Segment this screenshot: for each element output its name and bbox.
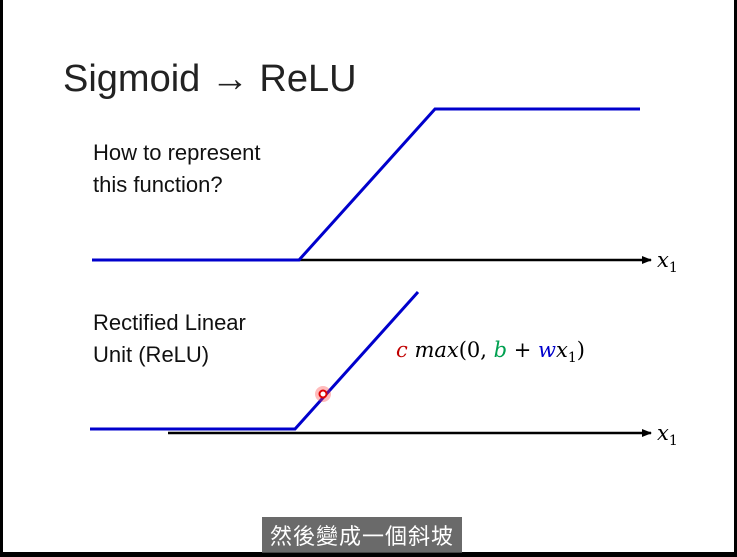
relu-line-2: Unit (ReLU) (93, 342, 210, 367)
top-axis-var: x (657, 248, 669, 272)
question-line-2: this function? (93, 172, 223, 197)
formula-close: ) (576, 338, 585, 362)
top-axis-label: x1 (657, 248, 678, 276)
bottom-axis-label: x1 (657, 421, 678, 449)
formula-b: b (493, 338, 508, 362)
formula-plus: + (507, 338, 539, 362)
formula-x: x (556, 338, 568, 362)
formula-max: max (414, 338, 459, 362)
bottom-axis-var: x (657, 421, 669, 445)
formula-open: (0, (458, 338, 494, 362)
formula-x-sub: 1 (567, 350, 577, 367)
relu-label: Rectified Linear Unit (ReLU) (93, 307, 246, 371)
relu-curve (90, 290, 420, 431)
slide: Sigmoid → ReLU How to represent this fun… (3, 0, 734, 552)
video-subtitle: 然後變成一個斜坡 (262, 517, 463, 553)
bottom-axis-sub: 1 (668, 433, 678, 450)
laser-pointer-dot (318, 389, 328, 399)
formula-w: w (538, 338, 557, 362)
top-axis-sub: 1 (668, 260, 678, 277)
function-plots (90, 107, 652, 437)
question-line-1: How to represent (93, 140, 261, 165)
slide-title: Sigmoid → ReLU (63, 58, 357, 100)
question-text: How to represent this function? (93, 137, 261, 201)
relu-line-1: Rectified Linear (93, 310, 246, 335)
formula-c: c (396, 338, 408, 362)
hard-sigmoid-curve (92, 107, 640, 262)
relu-formula: c max(0, b + wx1) (396, 338, 585, 366)
